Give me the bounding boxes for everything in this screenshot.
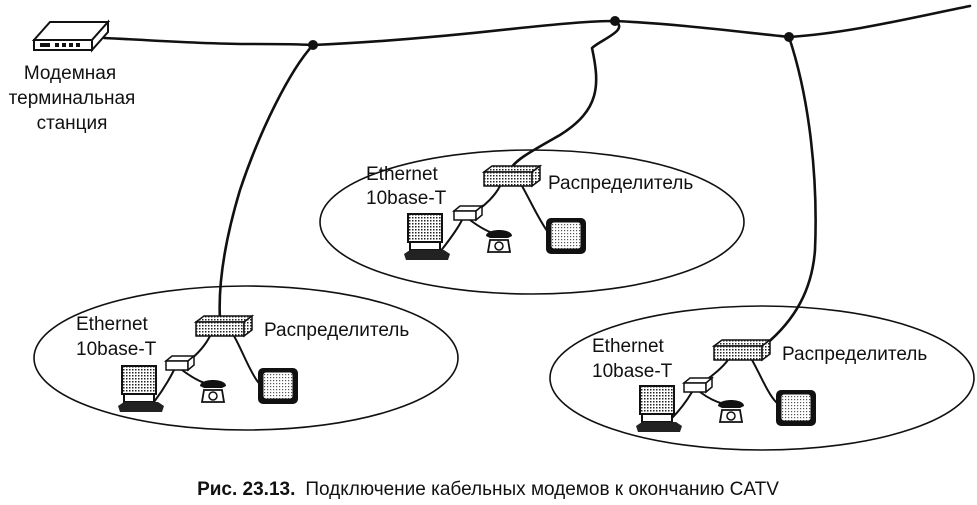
cable-modem-icon bbox=[163, 354, 197, 372]
ethernet-type-label: 10base-T bbox=[592, 361, 673, 382]
junction-left bbox=[308, 40, 318, 50]
telephone-icon bbox=[718, 400, 744, 423]
branch-cable-center bbox=[508, 19, 621, 172]
subnet-boundary-center bbox=[319, 149, 745, 295]
junction-center bbox=[610, 16, 620, 26]
headend-label-line2: терминальная bbox=[9, 88, 136, 109]
ethernet-type-label: 10base-T bbox=[76, 339, 157, 360]
computer-icon bbox=[636, 385, 682, 432]
cable-modem-icon bbox=[451, 204, 485, 222]
telephone-icon bbox=[200, 380, 226, 403]
cable-modem-icon bbox=[681, 376, 715, 394]
splitter-icon bbox=[193, 314, 255, 338]
television-icon bbox=[776, 390, 816, 426]
ethernet-label: Ethernet bbox=[366, 164, 439, 185]
splitter-icon bbox=[481, 164, 543, 188]
branch-cable-left bbox=[218, 43, 315, 322]
trunk-cable bbox=[102, 4, 972, 47]
ethernet-type-label: 10base-T bbox=[366, 188, 447, 209]
ethernet-label: Ethernet bbox=[76, 314, 149, 335]
splitter-label: Распределитель bbox=[548, 173, 693, 194]
subnet-boundary-left bbox=[33, 285, 459, 431]
link-cable bbox=[705, 359, 729, 381]
headend-label-line3: станция bbox=[37, 113, 108, 134]
link-cable bbox=[699, 391, 725, 405]
ethernet-label: Ethernet bbox=[592, 336, 665, 357]
junction-right bbox=[784, 32, 794, 42]
headend-label-line1: Модемная bbox=[24, 63, 116, 84]
subnet-boundary-right bbox=[549, 305, 975, 451]
figure-number: Рис. 23.13. bbox=[197, 479, 295, 500]
computer-icon bbox=[404, 213, 450, 260]
headend-modem-icon bbox=[31, 19, 111, 53]
computer-icon bbox=[118, 365, 164, 412]
telephone-icon bbox=[486, 230, 512, 253]
splitter-label: Распределитель bbox=[782, 344, 927, 365]
splitter-icon bbox=[711, 338, 773, 362]
television-icon bbox=[546, 218, 586, 254]
figure-caption-text: Подключение кабельных модемов к окончани… bbox=[305, 479, 779, 500]
television-icon bbox=[258, 368, 298, 404]
branch-cable-right bbox=[763, 35, 817, 347]
splitter-label: Распределитель bbox=[264, 320, 409, 341]
figure-caption: Рис. 23.13. Подключение кабельных модемо… bbox=[197, 479, 779, 500]
link-cable bbox=[153, 369, 175, 403]
link-cable bbox=[439, 219, 463, 253]
link-cable bbox=[671, 391, 693, 419]
